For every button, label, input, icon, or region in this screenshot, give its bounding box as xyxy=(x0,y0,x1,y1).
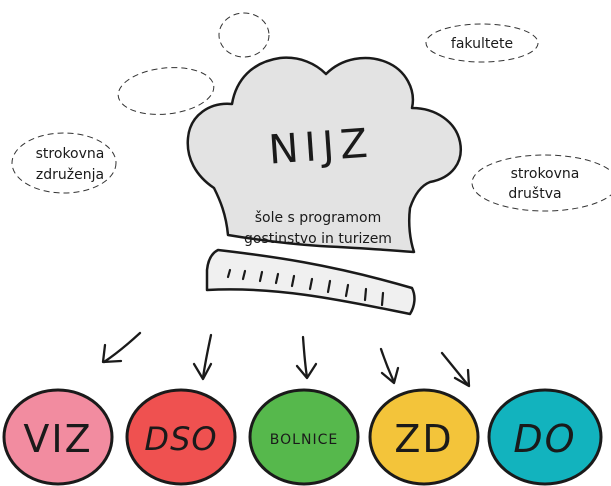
hat-band-ticks xyxy=(226,268,385,307)
circle-viz: VIZ xyxy=(2,388,114,486)
bubble-strokovna-zdruzenja: strokovna združenja xyxy=(11,132,117,194)
bubble-strokovna-zdruzenja-line1: strokovna xyxy=(36,146,105,162)
chef-hat-body xyxy=(186,56,463,254)
arrows xyxy=(101,331,471,388)
bubble-strokovna-zdruzenja-line2: združenja xyxy=(36,167,104,183)
hat-subtitle-line1: šole s programom xyxy=(255,210,382,226)
circle-viz-label: VIZ xyxy=(23,417,92,461)
circle-do-shape xyxy=(487,388,603,486)
bubble-fakultete-label: fakultete xyxy=(451,36,513,52)
bubble-strokovna-drustva-line1: strokovna xyxy=(511,166,580,182)
circle-bolnice-shape xyxy=(248,388,360,486)
arrow-to-bolnice xyxy=(295,335,318,380)
dashed-ellipse-top xyxy=(218,12,270,58)
circle-zd: ZD xyxy=(368,388,480,486)
arrow-to-viz xyxy=(101,331,142,364)
circle-viz-shape xyxy=(2,388,114,486)
circle-zd-shape xyxy=(368,388,480,486)
arrow-to-zd xyxy=(379,347,400,385)
circle-bolnice-label: BOLNICE xyxy=(270,432,338,448)
arrow-to-dso xyxy=(192,333,213,381)
bubble-strokovna-drustva-line2: društva xyxy=(508,186,561,202)
dashed-ellipse-left xyxy=(117,67,215,115)
hat-subtitle-line2: gostinstvo in turizem xyxy=(244,231,392,247)
arrow-to-do xyxy=(440,351,471,388)
circle-bolnice: BOLNICE xyxy=(248,388,360,486)
circle-dso: DSO xyxy=(125,388,237,486)
circle-zd-label: ZD xyxy=(394,417,453,461)
circle-do-label: DO xyxy=(513,417,576,461)
circle-do: DO xyxy=(487,388,603,486)
circle-dso-label: DSO xyxy=(144,420,217,458)
bubble-strokovna-drustva: strokovna društva xyxy=(471,154,611,212)
bubble-fakultete: fakultete xyxy=(425,23,539,63)
hat-title: NIJZ xyxy=(267,120,375,173)
circle-dso-shape xyxy=(125,388,237,486)
chef-hat: NIJZ šole s programom gostinstvo in turi… xyxy=(186,56,463,316)
